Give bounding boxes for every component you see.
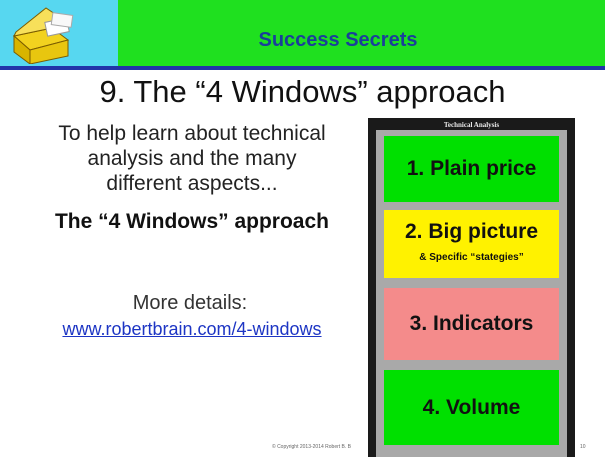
header-rule [0,66,605,70]
window-label: 3. Indicators [409,312,534,335]
window-plain-price: 1. Plain price [384,136,559,202]
window-label: 4. Volume [422,395,521,419]
window-label: 1. Plain price [406,157,537,180]
panel-heading: Technical Analysis [443,121,500,129]
window-sublabel: & Specific “stategies” [419,252,524,263]
technical-analysis-panel: Technical Analysis 1. Plain price 2. Big… [368,118,575,457]
header-right-panel [118,0,605,68]
copyright-text: © Copyright 2013-2014 Robert B. B [272,444,352,450]
page-number: 10 [580,444,586,450]
slide-title: 9. The “4 Windows” approach [99,74,506,109]
window-big-picture: 2. Big picture & Specific “stategies” [384,210,559,278]
window-label: 2. Big picture [404,220,539,243]
intro-line: analysis and the many [87,147,297,170]
treasure-chest-icon [12,7,74,64]
window-volume: 4. Volume [384,370,559,445]
intro-line: To help learn about technical [58,122,326,145]
approach-heading: The “4 Windows” approach [54,210,329,233]
header-title: Success Secrets [258,29,418,51]
header-bar: Success Secrets [0,0,605,70]
intro-line: different aspects... [106,172,278,195]
intro-text: To help learn about technical analysis a… [24,121,360,196]
window-indicators: 3. Indicators [384,288,559,360]
more-details-label: More details: [132,292,248,314]
details-link[interactable]: www.robertbrain.com/4-windows [62,319,322,339]
